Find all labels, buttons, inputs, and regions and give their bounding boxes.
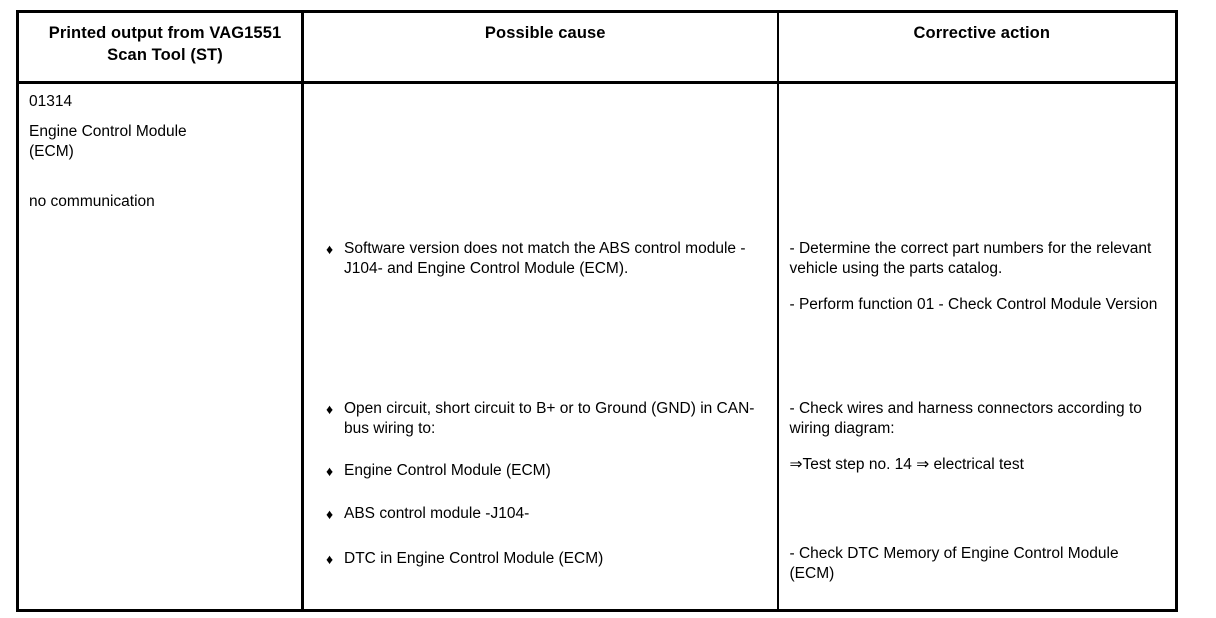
corrective-step: - Determine the correct part numbers for… bbox=[789, 239, 1152, 277]
list-item: ♦ Software version does not match the AB… bbox=[326, 239, 765, 280]
list-item: ♦ Engine Control Module (ECM) bbox=[326, 461, 765, 481]
dtc-code-block: 01314 bbox=[29, 92, 295, 112]
corrective-step-reference: ⇒Test step no. 14 ⇒ electrical test bbox=[789, 456, 1024, 474]
column-header-possible-cause: Possible cause bbox=[302, 11, 779, 84]
corrective-group-2: - Check wires and harness connectors acc… bbox=[790, 399, 1164, 476]
dtc-module-name: Engine Control Module (ECM) bbox=[29, 122, 187, 160]
corrective-group-3: - Check DTC Memory of Engine Control Mod… bbox=[790, 544, 1164, 585]
dtc-code: 01314 bbox=[29, 92, 73, 110]
corrective-step: - Perform function 01 - Check Control Mo… bbox=[789, 296, 1158, 314]
list-item: ♦ ABS control module -J104- bbox=[326, 504, 765, 524]
diamond-bullet-icon: ♦ bbox=[326, 240, 334, 257]
column-header-corrective-action: Corrective action bbox=[777, 11, 1177, 84]
diamond-bullet-icon: ♦ bbox=[326, 400, 334, 417]
cause-text: Open circuit, short circuit to B+ or to … bbox=[344, 399, 755, 437]
scan-tool-content: 01314 Engine Control Module (ECM) no com… bbox=[19, 84, 301, 609]
cause-group-2: ♦ Open circuit, short circuit to B+ or t… bbox=[326, 399, 765, 525]
cell-scan-tool-output: 01314 Engine Control Module (ECM) no com… bbox=[17, 82, 304, 611]
dtc-status-text: no communication bbox=[29, 192, 155, 210]
table-row: 01314 Engine Control Module (ECM) no com… bbox=[17, 82, 1177, 611]
list-item: ♦ DTC in Engine Control Module (ECM) bbox=[326, 549, 765, 569]
list-item: ♦ Open circuit, short circuit to B+ or t… bbox=[326, 399, 765, 440]
header-row: Printed output from VAG1551 Scan Tool (S… bbox=[17, 11, 1177, 84]
cause-text: ABS control module -J104- bbox=[344, 504, 530, 522]
corrective-action-content: - Determine the correct part numbers for… bbox=[779, 84, 1176, 609]
diamond-bullet-icon: ♦ bbox=[326, 550, 334, 567]
dtc-module-block: Engine Control Module (ECM) bbox=[29, 122, 295, 162]
cause-text: DTC in Engine Control Module (ECM) bbox=[344, 549, 604, 567]
corrective-step: - Check DTC Memory of Engine Control Mod… bbox=[789, 544, 1119, 582]
cause-text: Software version does not match the ABS … bbox=[344, 239, 746, 277]
possible-cause-content: ♦ Software version does not match the AB… bbox=[304, 84, 777, 609]
cell-possible-cause: ♦ Software version does not match the AB… bbox=[302, 82, 779, 611]
dtc-status-block: no communication bbox=[29, 192, 295, 212]
cause-group-1: ♦ Software version does not match the AB… bbox=[326, 239, 765, 280]
cell-corrective-action: - Determine the correct part numbers for… bbox=[778, 82, 1177, 610]
dtc-troubleshooting-table: Printed output from VAG1551 Scan Tool (S… bbox=[16, 10, 1178, 612]
cause-text: Engine Control Module (ECM) bbox=[344, 462, 551, 480]
column-header-scan-tool: Printed output from VAG1551 Scan Tool (S… bbox=[17, 11, 304, 84]
table-header: Printed output from VAG1551 Scan Tool (S… bbox=[17, 11, 1177, 84]
corrective-group-1: - Determine the correct part numbers for… bbox=[790, 239, 1164, 316]
cause-group-3: ♦ DTC in Engine Control Module (ECM) bbox=[326, 549, 765, 569]
table-body: 01314 Engine Control Module (ECM) no com… bbox=[17, 82, 1177, 611]
diamond-bullet-icon: ♦ bbox=[326, 505, 334, 522]
diamond-bullet-icon: ♦ bbox=[326, 463, 334, 480]
corrective-step: - Check wires and harness connectors acc… bbox=[789, 399, 1142, 437]
